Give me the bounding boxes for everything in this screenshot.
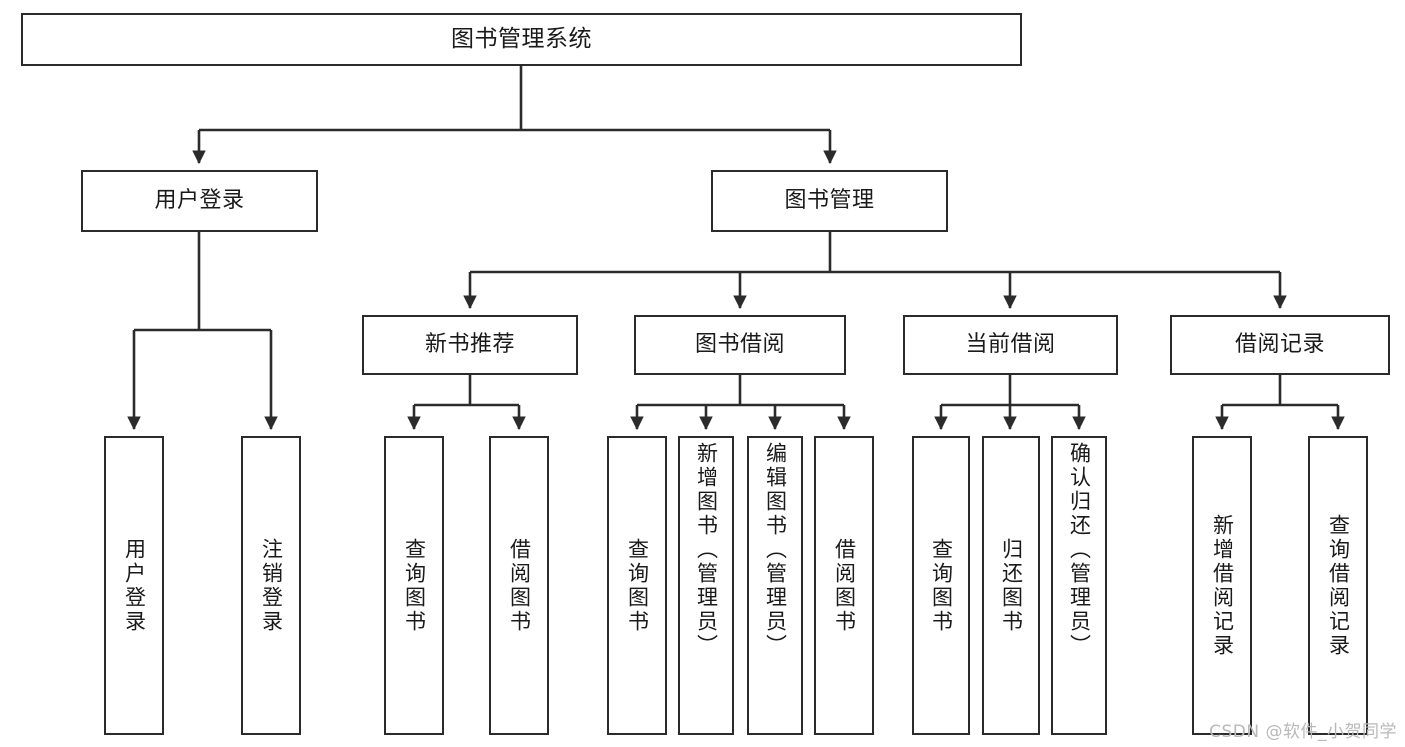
node-leaf-borrow-book-2-label: 借阅图书: [832, 537, 857, 634]
node-book-manage-label: 图书管理: [784, 188, 875, 214]
node-current-borrow-label: 当前借阅: [965, 332, 1056, 358]
node-book-borrow-label: 图书借阅: [694, 332, 785, 358]
node-borrow-record[interactable]: 借阅记录: [1170, 315, 1390, 375]
node-new-book-rec[interactable]: 新书推荐: [362, 315, 578, 375]
node-leaf-add-record-label: 新增借阅记录: [1210, 513, 1235, 658]
csdn-watermark: CSDN @软件_小贺同学: [1209, 722, 1397, 742]
node-leaf-confirm-return-label: 确认归还（管理员）: [1067, 442, 1092, 658]
node-leaf-user-login[interactable]: 用户登录: [104, 436, 164, 735]
node-leaf-return-book[interactable]: 归还图书: [982, 436, 1040, 735]
node-leaf-user-login-label: 用户登录: [122, 537, 147, 634]
node-leaf-edit-book-label: 编辑图书（管理员）: [763, 442, 788, 658]
node-new-book-rec-label: 新书推荐: [424, 332, 515, 358]
node-borrow-record-label: 借阅记录: [1234, 332, 1325, 358]
node-leaf-add-book-label: 新增图书（管理员）: [694, 442, 719, 658]
node-book-manage[interactable]: 图书管理: [711, 170, 948, 232]
node-book-borrow[interactable]: 图书借阅: [634, 315, 846, 375]
node-leaf-borrow-book-1-label: 借阅图书: [507, 537, 532, 634]
node-leaf-query-book-2-label: 查询图书: [625, 537, 650, 634]
node-leaf-query-book-1-label: 查询图书: [402, 537, 427, 634]
node-leaf-confirm-return[interactable]: 确认归还（管理员）: [1051, 436, 1107, 735]
node-user-login-label: 用户登录: [154, 188, 245, 214]
node-leaf-logout[interactable]: 注销登录: [241, 436, 301, 735]
node-leaf-query-book-3[interactable]: 查询图书: [912, 436, 970, 735]
node-leaf-add-record[interactable]: 新增借阅记录: [1192, 436, 1252, 735]
node-leaf-logout-label: 注销登录: [259, 537, 284, 634]
node-user-login[interactable]: 用户登录: [81, 170, 318, 232]
node-leaf-query-record[interactable]: 查询借阅记录: [1308, 436, 1368, 735]
node-leaf-return-book-label: 归还图书: [999, 537, 1024, 634]
node-current-borrow[interactable]: 当前借阅: [903, 315, 1118, 375]
node-leaf-query-book-2[interactable]: 查询图书: [607, 436, 667, 735]
node-leaf-borrow-book-1[interactable]: 借阅图书: [489, 436, 549, 735]
node-leaf-add-book[interactable]: 新增图书（管理员）: [678, 436, 734, 735]
node-leaf-query-book-3-label: 查询图书: [929, 537, 954, 634]
node-root-label: 图书管理系统: [451, 26, 592, 53]
node-root-system[interactable]: 图书管理系统: [21, 13, 1022, 66]
node-leaf-borrow-book-2[interactable]: 借阅图书: [814, 436, 874, 735]
node-leaf-query-record-label: 查询借阅记录: [1326, 513, 1351, 658]
node-leaf-query-book-1[interactable]: 查询图书: [384, 436, 444, 735]
node-leaf-edit-book[interactable]: 编辑图书（管理员）: [747, 436, 803, 735]
